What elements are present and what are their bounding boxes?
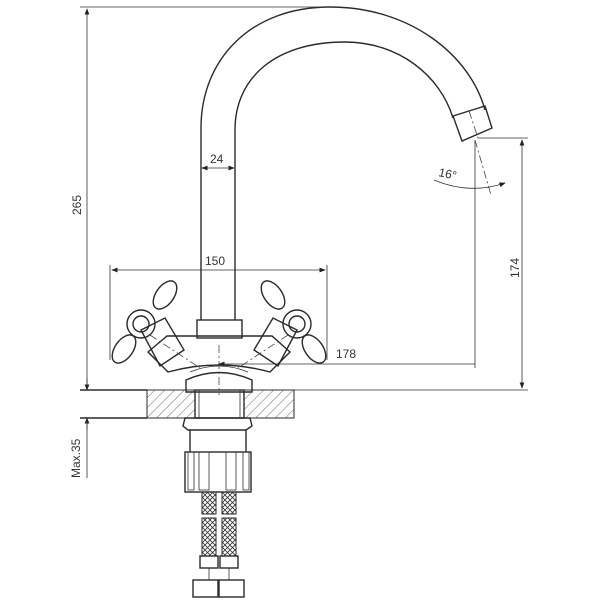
mounting-nut bbox=[182, 417, 253, 493]
supply-hoses bbox=[192, 491, 245, 598]
spout-width-label: 24 bbox=[210, 152, 224, 166]
max-thickness-label: Max.35 bbox=[69, 438, 83, 478]
angle-16-label: 16° bbox=[437, 165, 458, 183]
height-265-label: 265 bbox=[70, 195, 84, 215]
dimension-counter-thickness: Max.35 bbox=[69, 378, 90, 478]
dimension-spout-angle: 16° bbox=[433, 139, 506, 196]
dimension-spout-clearance: 174 bbox=[80, 137, 528, 391]
handle-span-label: 150 bbox=[205, 254, 225, 268]
countertop-section bbox=[80, 389, 295, 419]
dimension-handle-span: 150 bbox=[109, 254, 328, 360]
dimension-spout-width: 24 bbox=[201, 152, 235, 171]
spout-reach-label: 178 bbox=[336, 347, 356, 361]
clearance-174-label: 174 bbox=[508, 258, 522, 278]
right-handle bbox=[237, 280, 327, 369]
dimension-total-height: 265 bbox=[70, 6, 330, 390]
left-handle bbox=[111, 280, 201, 369]
spout bbox=[200, 6, 493, 320]
dimension-spout-reach: 178 bbox=[218, 140, 476, 368]
faucet-body bbox=[146, 319, 292, 395]
